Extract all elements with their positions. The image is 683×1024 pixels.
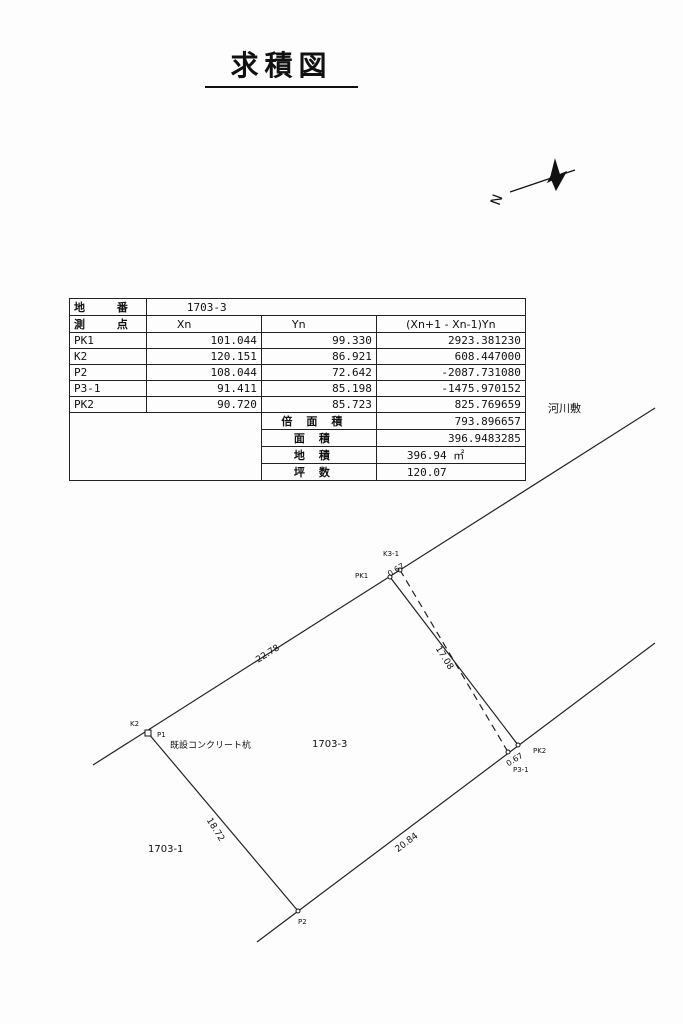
yn-value: 99.330 — [260, 332, 377, 349]
point-name: P2 — [69, 364, 147, 381]
point-label-k3-1: K3-1 — [383, 550, 399, 558]
summary-label: 坪数 — [260, 463, 377, 481]
point-label-p3-1: P3-1 — [513, 766, 529, 774]
road-boundary-top — [92, 407, 656, 766]
river-label: 河川敷 — [548, 401, 581, 415]
distance-left: 18.72 — [204, 816, 226, 843]
point-marker — [387, 574, 393, 580]
distance-bottom: 20.84 — [394, 831, 421, 855]
point-marker — [397, 567, 403, 573]
blank-cell — [69, 412, 262, 481]
summary-value: 120.07 — [375, 463, 526, 481]
boundary-right — [389, 576, 519, 746]
yn-value: 72.642 — [260, 364, 377, 381]
point-label-pk1: PK1 — [355, 572, 368, 580]
road-boundary-bottom — [256, 642, 656, 943]
summary-label: 面積 — [260, 429, 377, 447]
lot-label-main: 1703-3 — [312, 739, 347, 750]
lot-label-adjacent: 1703-1 — [148, 844, 183, 855]
xn-value: 90.720 — [145, 396, 262, 413]
boundary-left — [147, 732, 299, 912]
product-value: 825.769659 — [375, 396, 526, 413]
stake-note: 既設コンクリート杭 — [170, 739, 251, 751]
point-label-p2: P2 — [298, 918, 307, 926]
stake-marker — [144, 729, 152, 737]
page-title: 求積図 — [205, 44, 358, 88]
point-label-k2: K2 — [130, 720, 139, 728]
point-label-p1: P1 — [157, 731, 166, 739]
point-marker — [295, 908, 301, 914]
point-marker — [515, 742, 521, 748]
north-label: N — [488, 192, 507, 207]
compass-icon: N — [488, 158, 576, 208]
point-marker — [505, 749, 511, 755]
xn-value: 108.044 — [145, 364, 262, 381]
header-formula: (Xn+1 - Xn-1)Yn — [375, 315, 526, 333]
point-label-pk2: PK2 — [533, 747, 546, 755]
distance-top: 22.78 — [254, 643, 281, 665]
